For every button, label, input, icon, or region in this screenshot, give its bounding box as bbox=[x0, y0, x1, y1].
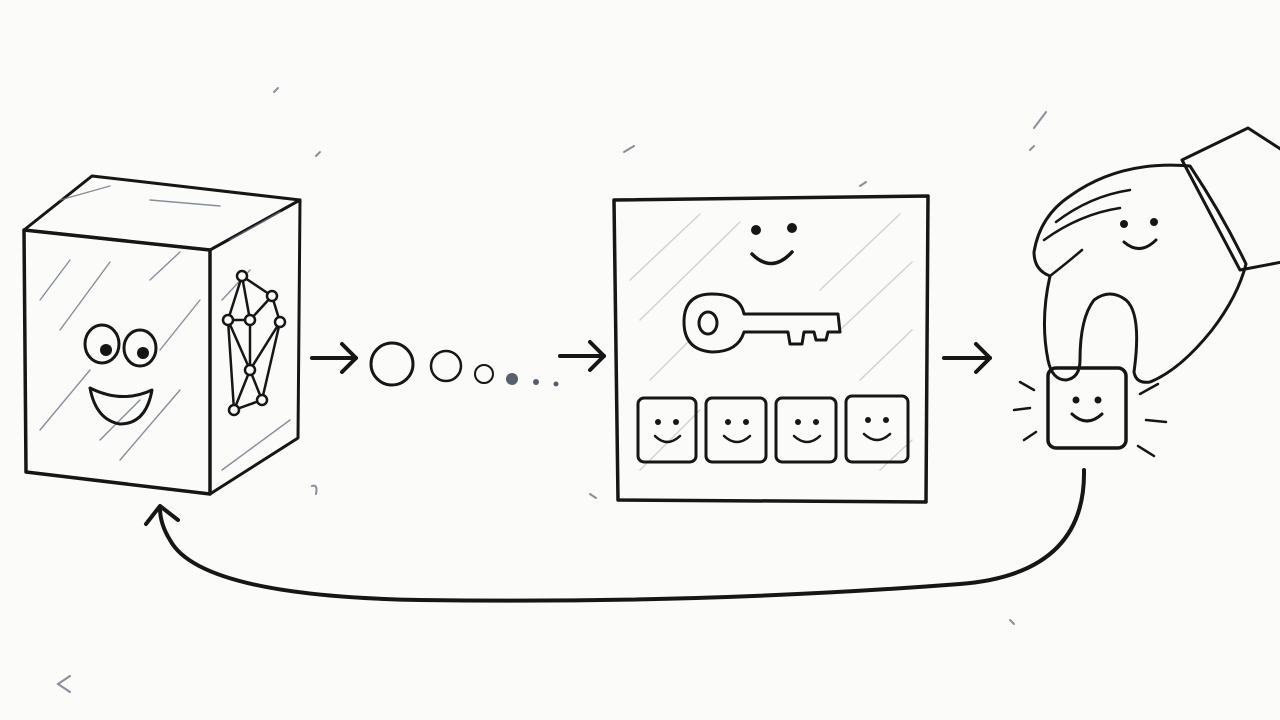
sparkle-lines bbox=[1012, 380, 1168, 458]
token-stream bbox=[369, 341, 559, 387]
model-cube-top bbox=[22, 174, 302, 252]
finger-lines bbox=[1042, 188, 1132, 278]
token-dot-icon bbox=[369, 341, 415, 387]
right-eye bbox=[122, 328, 158, 368]
smiling-block-icon bbox=[636, 396, 698, 464]
token-dot-icon bbox=[506, 373, 518, 385]
vault-face bbox=[750, 223, 797, 266]
feedback-loop-arrow-icon bbox=[144, 468, 1087, 603]
mouth bbox=[88, 386, 154, 426]
vault-panel bbox=[612, 194, 930, 504]
key-icon bbox=[682, 292, 842, 354]
model-cube-front bbox=[22, 228, 212, 496]
model-cube-hatching bbox=[39, 185, 291, 471]
left-pupil bbox=[100, 344, 112, 356]
hand-icon bbox=[1032, 163, 1248, 384]
picked-block bbox=[1046, 366, 1128, 450]
token-dot-icon bbox=[533, 379, 539, 385]
smiling-block-icon bbox=[844, 394, 910, 464]
background-specks bbox=[56, 87, 1047, 693]
smiling-cube-icon bbox=[83, 323, 158, 426]
hand-face bbox=[1120, 218, 1158, 250]
smiling-block-icon bbox=[704, 396, 768, 464]
arrow-right-icon bbox=[942, 342, 992, 374]
left-eye bbox=[83, 323, 121, 365]
vault-panel-icon bbox=[612, 194, 930, 504]
sleeve bbox=[1180, 126, 1280, 272]
smiling-block-icon bbox=[774, 396, 838, 464]
token-dot-icon bbox=[429, 349, 463, 383]
model-cube bbox=[22, 174, 302, 496]
token-dot-icon bbox=[553, 381, 559, 387]
arrow-right-icon bbox=[558, 340, 606, 372]
model-cube-side bbox=[208, 198, 302, 496]
slot-row bbox=[636, 394, 910, 464]
arrow-right-icon bbox=[310, 342, 358, 374]
hand-group bbox=[1012, 126, 1280, 458]
right-pupil bbox=[137, 347, 149, 359]
vault-panel-hatching bbox=[629, 213, 913, 471]
token-dot-icon bbox=[474, 364, 494, 384]
neural-network-icon bbox=[221, 269, 287, 417]
